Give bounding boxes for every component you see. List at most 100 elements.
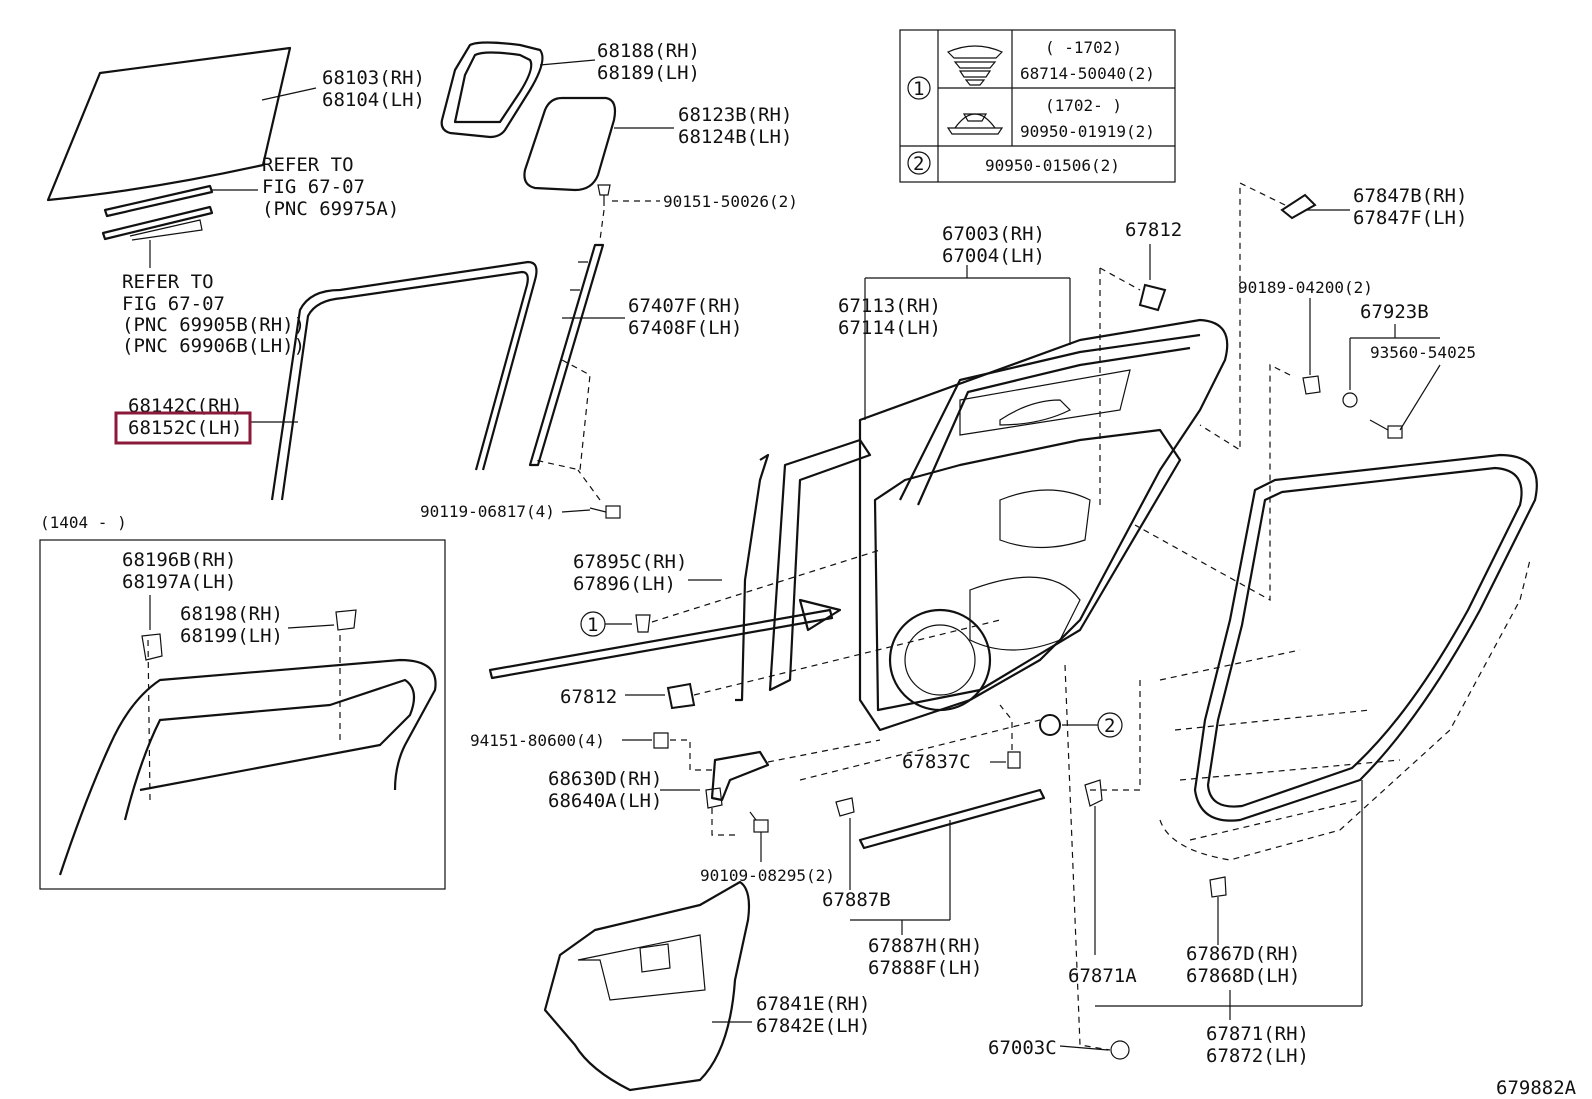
label-67896[interactable]: 67896(LH) <box>573 573 676 595</box>
pad-67812-lower <box>666 682 696 710</box>
clip-90151 <box>597 184 611 206</box>
label-fig-67-07-2: FIG 67-07 <box>122 293 225 315</box>
label-68188[interactable]: 68188(RH) <box>597 40 700 62</box>
label-fig-67-07-1: FIG 67-07 <box>262 176 365 198</box>
door-weatherstrip <box>1090 453 1538 861</box>
door-panel <box>735 318 1229 732</box>
inset-label-68199[interactable]: 68199(LH) <box>180 625 283 647</box>
inset-label-68197a[interactable]: 68197A(LH) <box>122 571 236 593</box>
label-68630d[interactable]: 68630D(RH) <box>548 768 662 790</box>
label-67847f[interactable]: 67847F(LH) <box>1353 207 1467 229</box>
clip-67003c <box>1110 1040 1130 1060</box>
label-90119[interactable]: 90119-06817(4) <box>420 502 555 521</box>
label-67871a[interactable]: 67871A <box>1068 965 1137 987</box>
label-67847b[interactable]: 67847B(RH) <box>1353 185 1467 207</box>
label-68124b[interactable]: 68124B(LH) <box>678 126 792 148</box>
quarter-glass <box>523 96 617 192</box>
label-90189[interactable]: 90189-04200(2) <box>1238 278 1373 297</box>
lower-moulding <box>858 788 1046 850</box>
door-glass <box>46 46 292 202</box>
label-67003c[interactable]: 67003C <box>988 1037 1057 1059</box>
service-hole-cover <box>543 880 751 1092</box>
nut-67923b <box>1342 392 1358 408</box>
label-67812-upper[interactable]: 67812 <box>1125 219 1182 241</box>
label-67812-lower[interactable]: 67812 <box>560 686 617 708</box>
label-67923b[interactable]: 67923B <box>1360 301 1429 323</box>
legend-part-1b: 90950-01919(2) <box>1020 122 1155 141</box>
selected-part-highlight <box>114 411 252 445</box>
inset-label-68196b[interactable]: 68196B(RH) <box>122 549 236 571</box>
callout-2-circle <box>1097 712 1123 738</box>
label-67113[interactable]: 67113(RH) <box>838 295 941 317</box>
grommet-clip-icon <box>946 113 1004 135</box>
clip-67871a <box>1084 779 1103 807</box>
assembly-arrow-head <box>798 598 842 632</box>
label-67408f[interactable]: 67408F(LH) <box>628 317 742 339</box>
label-67114[interactable]: 67114(LH) <box>838 317 941 339</box>
label-68189[interactable]: 68189(LH) <box>597 62 700 84</box>
label-67871[interactable]: 67871(RH) <box>1206 1023 1309 1045</box>
screw-93560 <box>1369 419 1403 439</box>
label-refer-to-1: REFER TO <box>262 154 354 176</box>
inset-label-68198[interactable]: 68198(RH) <box>180 603 283 625</box>
label-67837c[interactable]: 67837C <box>902 751 971 773</box>
label-67841e[interactable]: 67841E(RH) <box>756 993 870 1015</box>
clip-94151 <box>653 732 669 749</box>
diagram-code: 679882A <box>1496 1077 1577 1099</box>
legend-part-2: 90950-01506(2) <box>985 156 1120 175</box>
label-67842e[interactable]: 67842E(LH) <box>756 1015 870 1037</box>
clip-67837c <box>1007 751 1021 769</box>
glass-run-channel-inner <box>280 270 529 501</box>
label-67868d[interactable]: 67868D(LH) <box>1186 965 1300 987</box>
legend-date-1b: (1702- ) <box>1045 96 1122 115</box>
label-67887h[interactable]: 67887H(RH) <box>868 935 982 957</box>
label-68123b[interactable]: 68123B(RH) <box>678 104 792 126</box>
label-67872[interactable]: 67872(LH) <box>1206 1045 1309 1067</box>
label-67407f[interactable]: 67407F(RH) <box>628 295 742 317</box>
inset-date: (1404 - ) <box>40 513 127 532</box>
label-67867d[interactable]: 67867D(RH) <box>1186 943 1300 965</box>
legend-callout-2: 2 <box>913 153 924 175</box>
label-pnc-69975a: (PNC 69975A) <box>262 198 399 220</box>
legend-table: 1 2 ( -1702) 68714-50040(2) (1702- ) 909… <box>899 29 1176 183</box>
inset-detail: (1404 - ) 68196B(RH) 68197A(LH) 68198(RH… <box>39 513 446 890</box>
cover-67847b <box>1280 193 1317 220</box>
assembly-arrow-shaft <box>488 608 834 680</box>
glass-run-channel <box>270 260 538 501</box>
label-refer-to-2: REFER TO <box>122 271 214 293</box>
label-94151[interactable]: 94151-80600(4) <box>470 731 605 750</box>
legend-date-1a: ( -1702) <box>1045 38 1122 57</box>
label-68104[interactable]: 68104(LH) <box>322 89 425 111</box>
callout-1: 1 <box>587 614 598 636</box>
label-68103[interactable]: 68103(RH) <box>322 67 425 89</box>
label-90109[interactable]: 90109-08295(2) <box>700 866 835 885</box>
label-68152c[interactable]: 68152C(LH) <box>128 417 242 439</box>
label-67895c[interactable]: 67895C(RH) <box>573 551 687 573</box>
grommet-callout-2 <box>1039 714 1061 736</box>
label-pnc-69905b: (PNC 69905B(RH)) <box>122 314 305 336</box>
label-93560[interactable]: 93560-54025 <box>1370 343 1476 362</box>
callout-2: 2 <box>1104 715 1115 737</box>
label-90151[interactable]: 90151-50026(2) <box>663 192 798 211</box>
label-67004[interactable]: 67004(LH) <box>942 245 1045 267</box>
label-67003[interactable]: 67003(RH) <box>942 223 1045 245</box>
inset-clip-68198 <box>335 609 357 631</box>
legend-part-1a: 68714-50040(2) <box>1020 64 1155 83</box>
clip-67867d <box>1209 876 1227 898</box>
label-67887b[interactable]: 67887B <box>822 889 891 911</box>
bolt-90119 <box>589 505 621 519</box>
clip-callout-1 <box>635 614 651 633</box>
bolt-90109 <box>749 811 769 833</box>
pad-67812-upper <box>1138 283 1167 312</box>
inset-clip-68196b <box>141 633 163 661</box>
label-67888f[interactable]: 67888F(LH) <box>868 957 982 979</box>
outer-belt-moulding <box>103 184 214 218</box>
legend-callout-1: 1 <box>913 78 924 100</box>
push-clip-icon <box>946 45 1004 86</box>
label-pnc-69906b: (PNC 69906B(LH)) <box>122 335 305 357</box>
clip-90189 <box>1302 375 1321 395</box>
division-bar <box>528 243 605 467</box>
clip-67887b <box>835 797 855 817</box>
label-68640a[interactable]: 68640A(LH) <box>548 790 662 812</box>
